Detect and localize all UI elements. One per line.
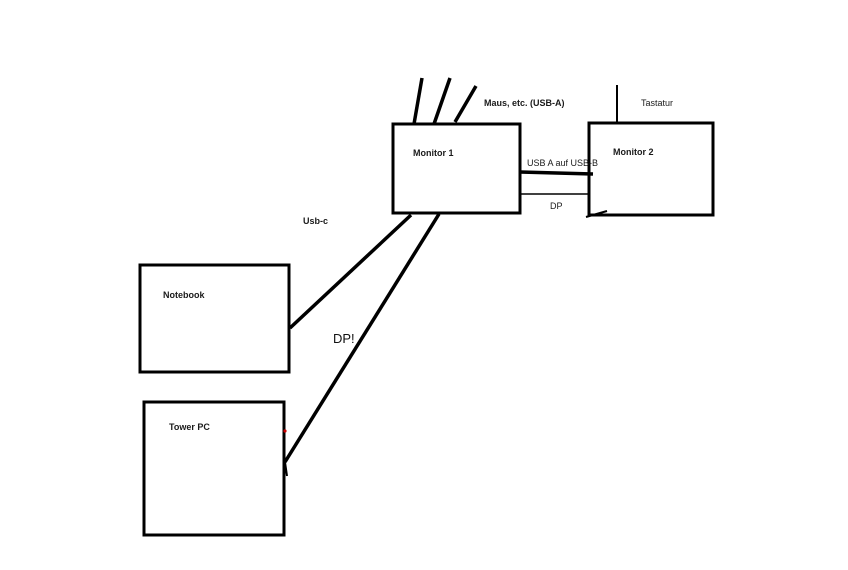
peripheral-cables [412, 77, 478, 125]
monitor-1-label: Monitor 1 [413, 148, 454, 158]
dp-monitor-cable-end [585, 210, 608, 218]
tower-pc-label: Tower PC [169, 422, 210, 432]
monitor-2-label: Monitor 2 [613, 147, 654, 157]
node-tower-pc: Tower PC [142, 400, 286, 537]
dp-link-label: DP [550, 201, 563, 211]
peripheral-cable-1 [412, 77, 424, 125]
usb-c-label: Usb-c [303, 216, 328, 226]
red-mark [283, 429, 287, 433]
peripheral-cable-2 [432, 77, 452, 125]
usb-a-to-usb-b-cable [519, 170, 594, 176]
peripherals-label: Maus, etc. (USB-A) [484, 98, 565, 108]
usb-c-cable [288, 213, 413, 330]
usb-link-label: USB A auf USB-B [527, 158, 598, 168]
notebook-label: Notebook [163, 290, 205, 300]
node-notebook: Notebook [138, 263, 291, 374]
node-monitor-2: Monitor 2 [587, 121, 715, 217]
node-monitor-1: Monitor 1 [391, 122, 522, 215]
dp-tower-cable [283, 213, 441, 463]
dp-tower-label: DP! [333, 331, 355, 346]
keyboard-label: Tastatur [641, 98, 673, 108]
dp-tower-cable-end [284, 461, 288, 477]
peripheral-cable-3 [453, 85, 478, 123]
